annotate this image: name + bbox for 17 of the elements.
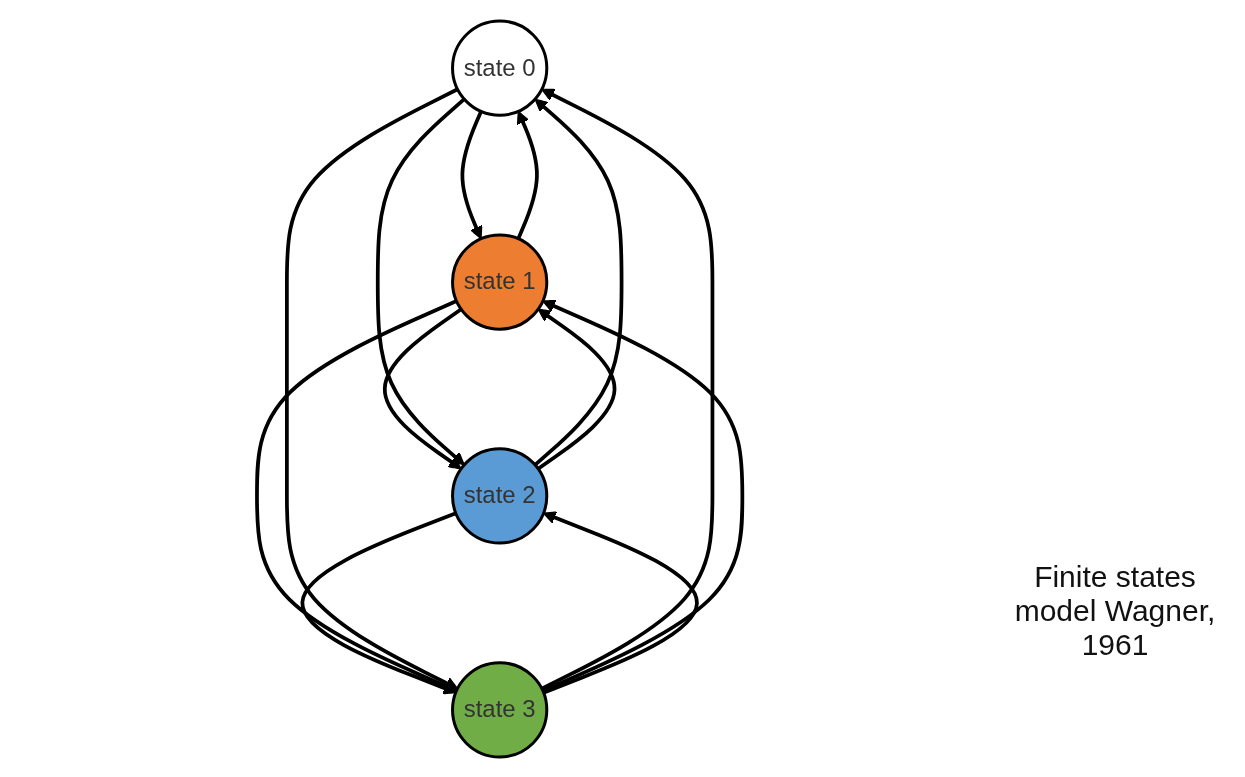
arrow bbox=[460, 110, 484, 239]
arrow bbox=[541, 88, 715, 690]
arrow bbox=[383, 307, 463, 469]
arrow bbox=[516, 110, 540, 239]
arrow bbox=[543, 510, 700, 694]
node-circle: state 1 bbox=[451, 232, 549, 331]
arrow bbox=[255, 298, 458, 692]
arrow bbox=[542, 299, 745, 693]
arrow bbox=[534, 98, 624, 466]
arrow bbox=[376, 97, 466, 465]
caption: Finite states model Wagner, 1961 bbox=[1013, 560, 1217, 662]
arrow bbox=[285, 87, 459, 689]
node-circle: state 0 bbox=[451, 19, 549, 117]
node-circle: state 3 bbox=[451, 660, 549, 758]
arrow bbox=[537, 308, 617, 470]
arrow bbox=[300, 510, 457, 694]
node-circle: state 2 bbox=[451, 446, 549, 545]
